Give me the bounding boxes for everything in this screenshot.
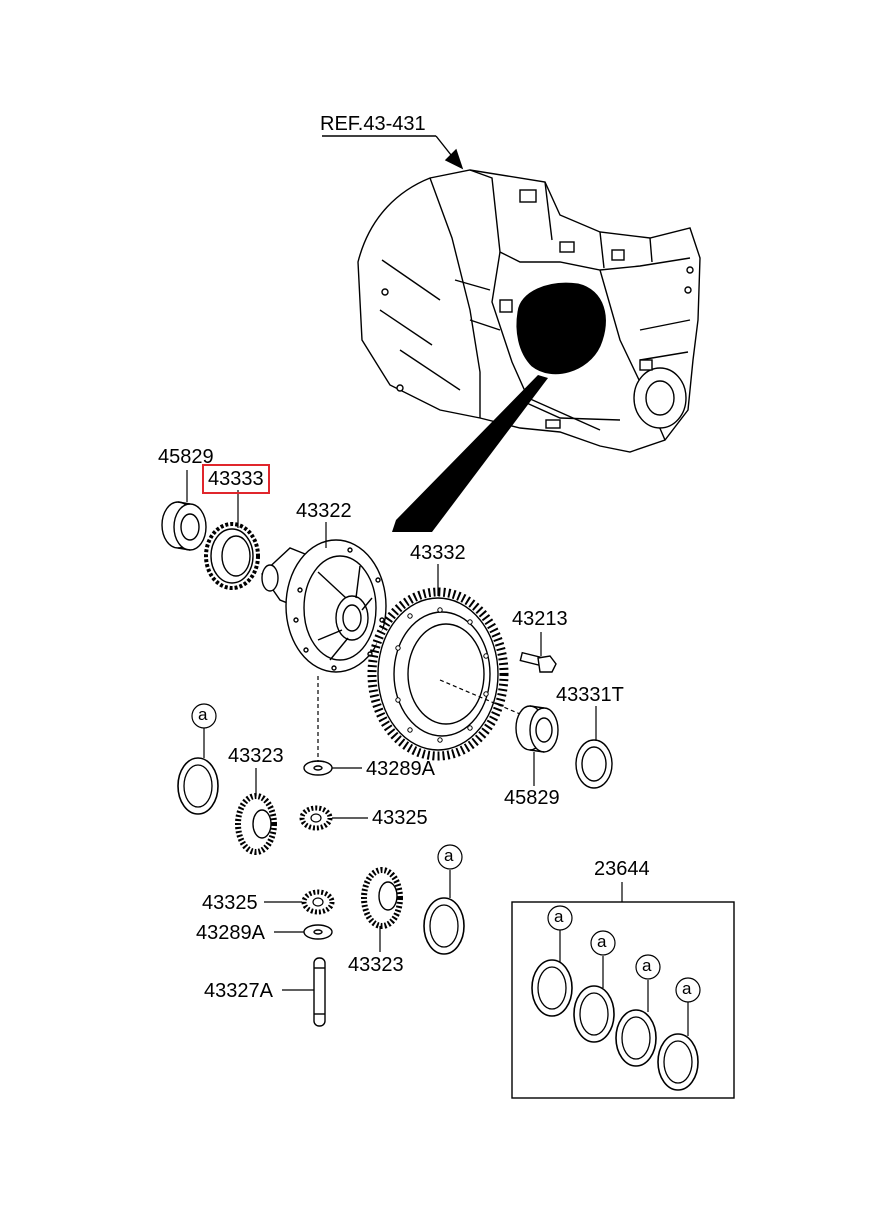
pinion-gear-43325-lower (301, 889, 335, 915)
part-label-43323-left[interactable]: 43323 (228, 745, 284, 767)
washer-43289A-lower (303, 924, 333, 940)
part-label-43333-highlighted[interactable]: 43333 (202, 464, 270, 494)
callout-a: a (444, 846, 454, 865)
bearing-45829-top (161, 501, 207, 551)
part-label-23644[interactable]: 23644 (594, 858, 650, 880)
differential-opening (516, 282, 606, 375)
kit-leaders (559, 930, 689, 1036)
part-label-45829-bottom[interactable]: 45829 (504, 787, 560, 809)
reference-label: REF.43-431 (320, 113, 426, 135)
differential-case-43322 (261, 539, 387, 673)
leader-lines (186, 470, 623, 991)
callout-a: a (198, 705, 208, 724)
callout-a: a (554, 907, 564, 926)
part-label-43213[interactable]: 43213 (512, 608, 568, 630)
part-label-43325-lower[interactable]: 43325 (202, 892, 258, 914)
reference-arrow (322, 135, 464, 170)
shim-43331T (575, 739, 613, 789)
thrust-washer-lower (423, 897, 465, 955)
callout-a: a (682, 979, 692, 998)
gear-43333 (204, 522, 260, 590)
part-label-43322[interactable]: 43322 (296, 500, 352, 522)
side-gear-43323-lower (361, 867, 403, 929)
assembly-band (392, 375, 548, 532)
part-label-43332[interactable]: 43332 (410, 542, 466, 564)
part-label-43327A[interactable]: 43327A (204, 980, 273, 1002)
ring-gear-43332 (367, 587, 509, 761)
pinion-gear-43325-upper (299, 805, 333, 831)
part-label-43323-lower[interactable]: 43323 (348, 954, 404, 976)
kit-washers (531, 959, 699, 1091)
kit-box-23644 (511, 901, 735, 1099)
part-label-43331T[interactable]: 43331T (556, 684, 624, 706)
callout-circles (191, 703, 701, 1003)
pinion-shaft-43327A (313, 957, 326, 1027)
thrust-washer-left (177, 757, 219, 815)
part-label-43289A-lower[interactable]: 43289A (196, 922, 265, 944)
part-label-43325-upper[interactable]: 43325 (372, 807, 428, 829)
part-label-43289A-upper[interactable]: 43289A (366, 758, 435, 780)
side-gear-43323-left (235, 793, 277, 855)
part-label-45829-top[interactable]: 45829 (158, 446, 214, 468)
bearing-45829-bottom (515, 705, 559, 753)
bolt-43213 (519, 651, 557, 673)
callout-a: a (597, 932, 607, 951)
washer-43289A-upper (303, 760, 333, 776)
callout-a: a (642, 956, 652, 975)
